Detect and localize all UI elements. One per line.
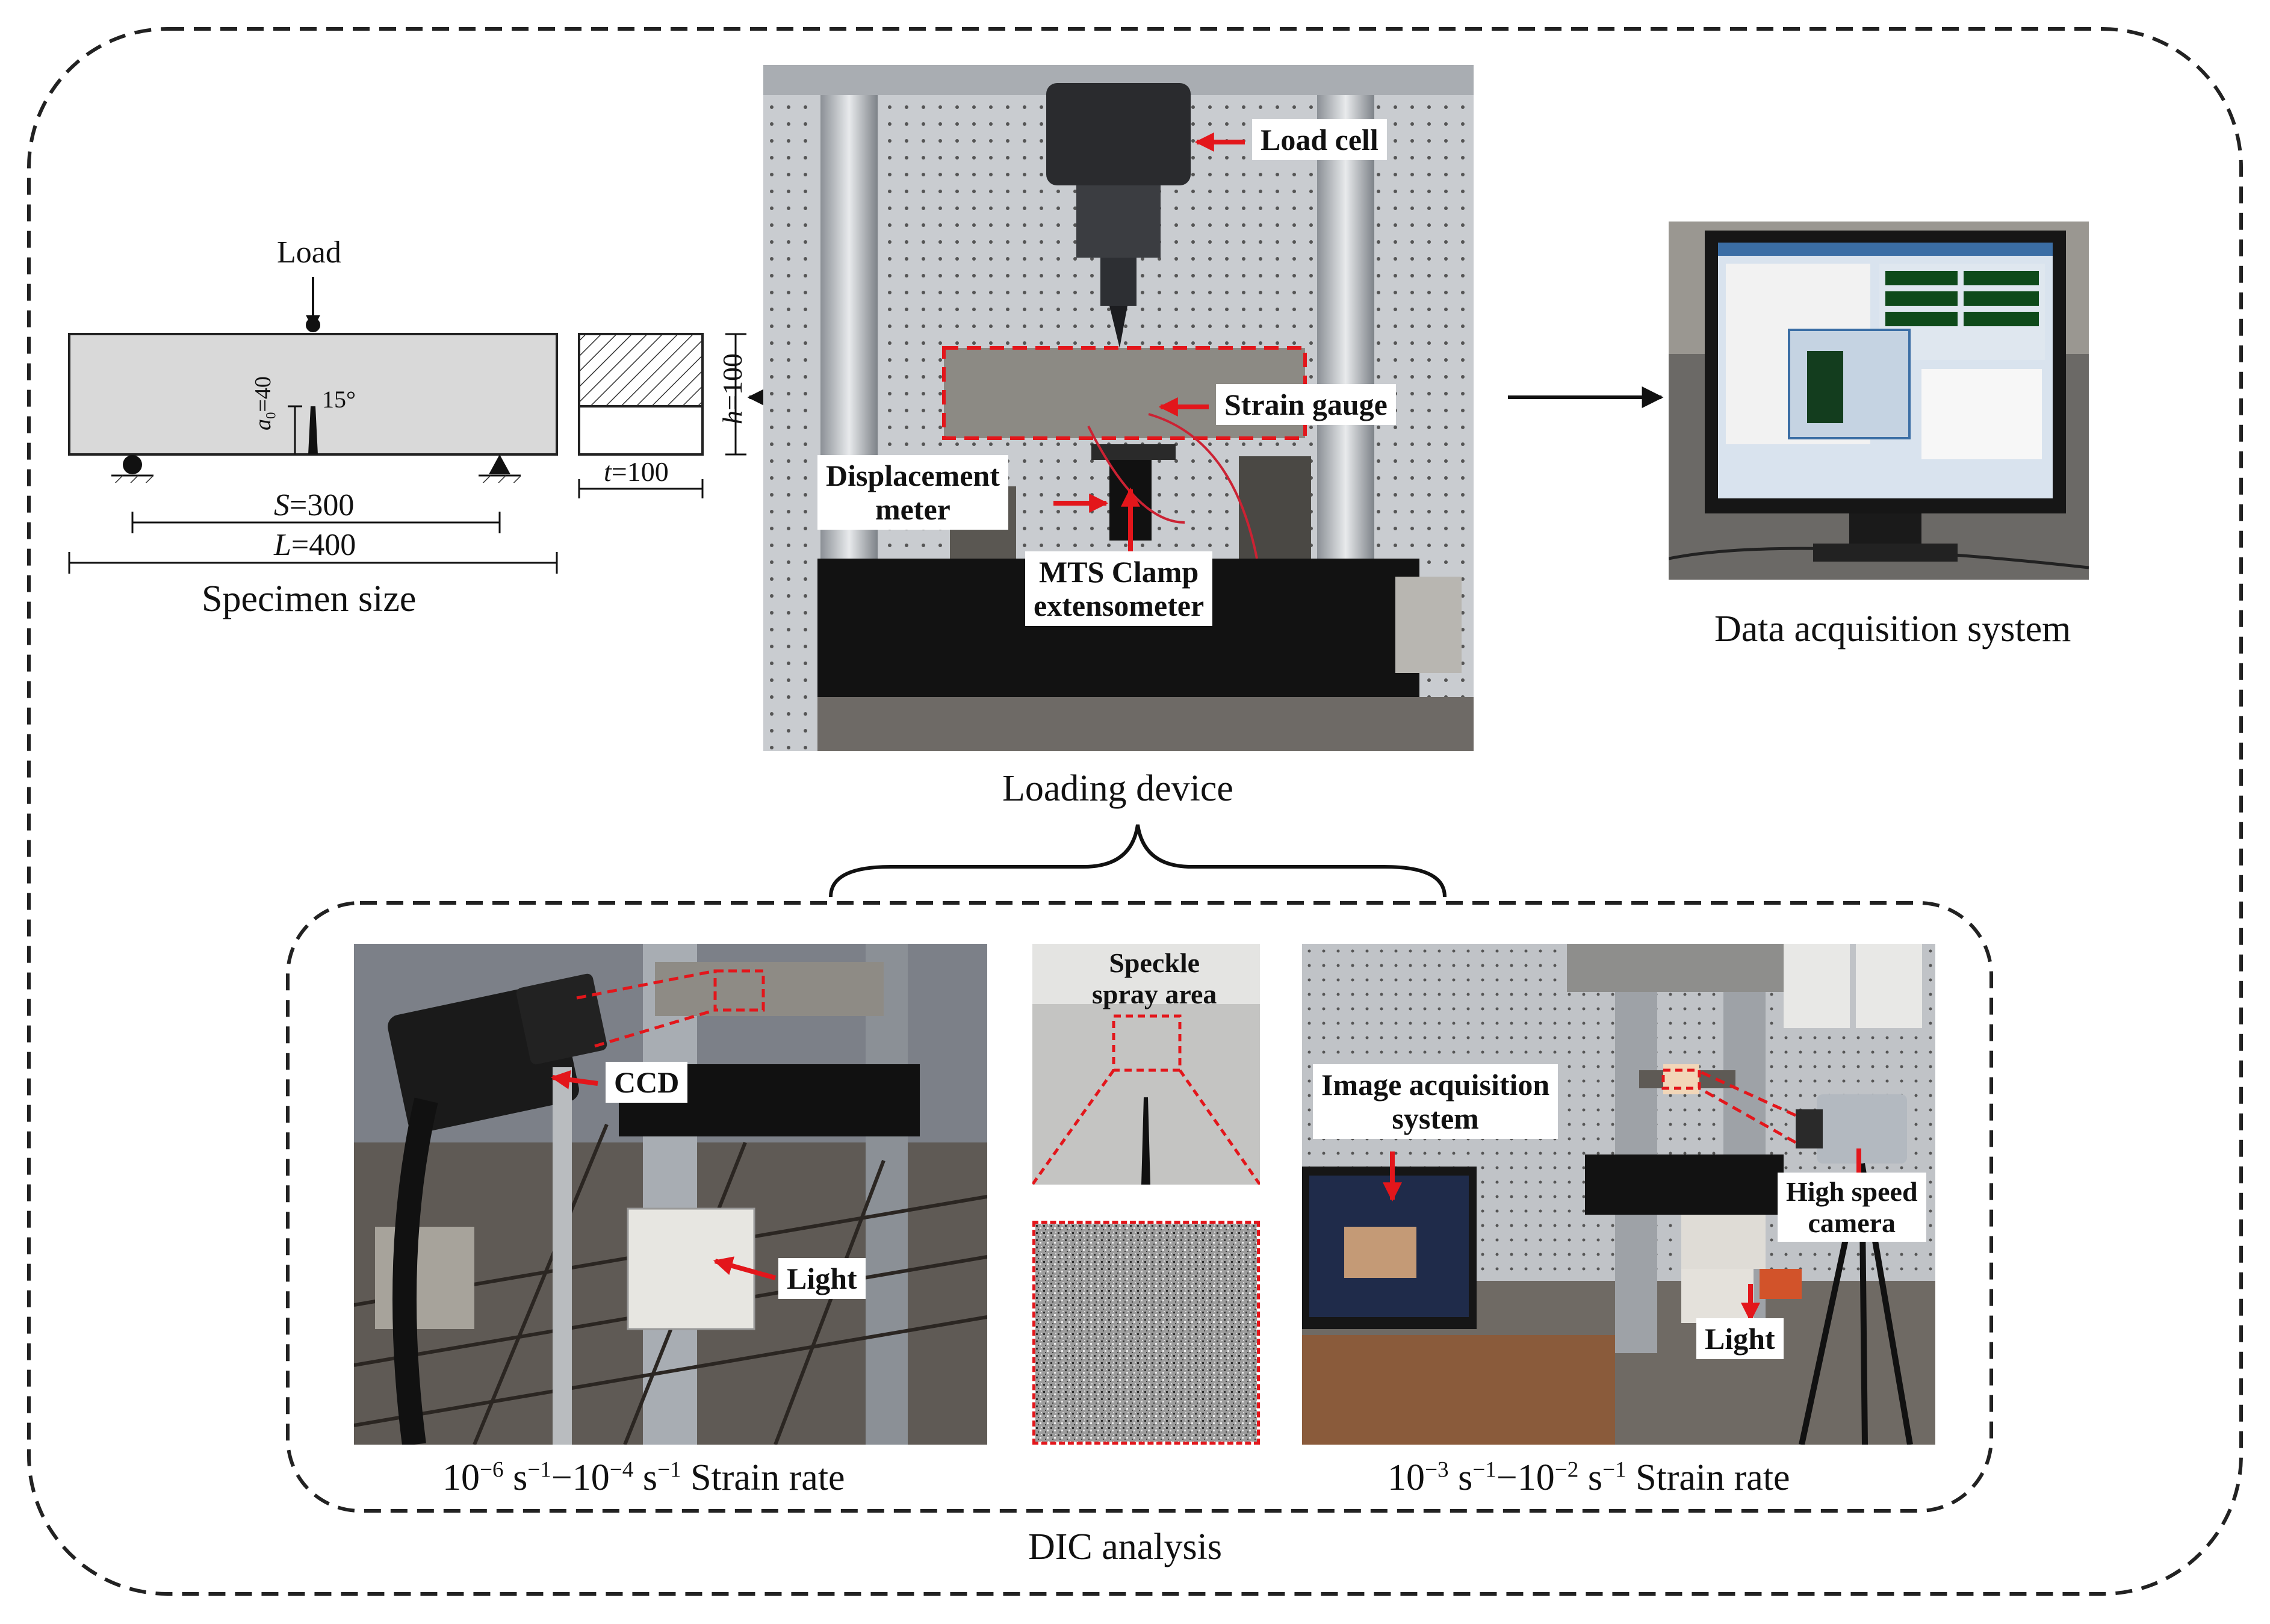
cross-section-lower: [578, 405, 704, 456]
loading-device-photo: Load cell Strain gauge Displacement mete…: [763, 65, 1474, 751]
loading-device-illustration: [763, 65, 1474, 751]
outer-dashed-frame: [27, 27, 2243, 1596]
roller-support: [123, 455, 142, 474]
cross-section-hatched: [578, 333, 704, 408]
specimen-caption: Specimen size: [202, 578, 417, 619]
daq-photo: [1669, 222, 2089, 580]
height-label: h=100: [717, 353, 748, 424]
mts-extensometer-callout: MTS Clamp extensometer: [1025, 551, 1213, 626]
load-label: Load: [277, 235, 341, 270]
specimen-diagram: [68, 277, 746, 574]
dic-ccd-illustration: [354, 944, 987, 1445]
curly-brace: [829, 824, 1447, 897]
right-strain-rate-caption: 10−3 s−1−10−2 s−1 Strain rate: [1388, 1457, 1790, 1498]
span-label: S=300: [274, 488, 355, 522]
speckle-zoom-illustration: [1035, 1224, 1257, 1442]
thickness-label: t=100: [604, 456, 669, 487]
displacement-meter-callout: Displacement meter: [817, 455, 1008, 530]
high-speed-camera-callout: High speed camera: [1778, 1173, 1926, 1242]
loading-device-caption: Loading device: [1002, 768, 1233, 809]
load-point: [306, 318, 320, 332]
length-label: L=400: [274, 528, 356, 562]
daq-illustration: [1669, 222, 2089, 580]
left-strain-rate-caption: 10−6 s−1−10−4 s−1 Strain rate: [442, 1457, 845, 1498]
ccd-callout: CCD: [606, 1062, 688, 1103]
notch-angle-label: 15°: [322, 386, 356, 413]
speckle-zoom-photo: [1032, 1221, 1260, 1445]
dic-highspeed-photo: Image acquisition system High speed came…: [1302, 944, 1935, 1445]
pin-support: [489, 454, 510, 474]
daq-caption: Data acquisition system: [1714, 609, 2071, 649]
dic-caption: DIC analysis: [1028, 1526, 1223, 1567]
dic-ccd-photo: CCD Light: [354, 944, 987, 1445]
notch-depth-label: a0=40: [250, 376, 279, 430]
image-acquisition-callout: Image acquisition system: [1313, 1064, 1558, 1139]
speckle-area-callout: Speckle spray area: [1092, 947, 1217, 1009]
speckle-top-illustration: [1032, 944, 1260, 1185]
load-cell-callout: Load cell: [1252, 119, 1387, 160]
notch: [308, 406, 318, 454]
light-callout-right: Light: [1696, 1318, 1784, 1359]
dic-dashed-frame: [286, 901, 1993, 1513]
light-callout-left: Light: [778, 1258, 866, 1299]
strain-gauge-callout: Strain gauge: [1216, 384, 1396, 425]
speckle-top-photo: Speckle spray area: [1032, 944, 1260, 1185]
